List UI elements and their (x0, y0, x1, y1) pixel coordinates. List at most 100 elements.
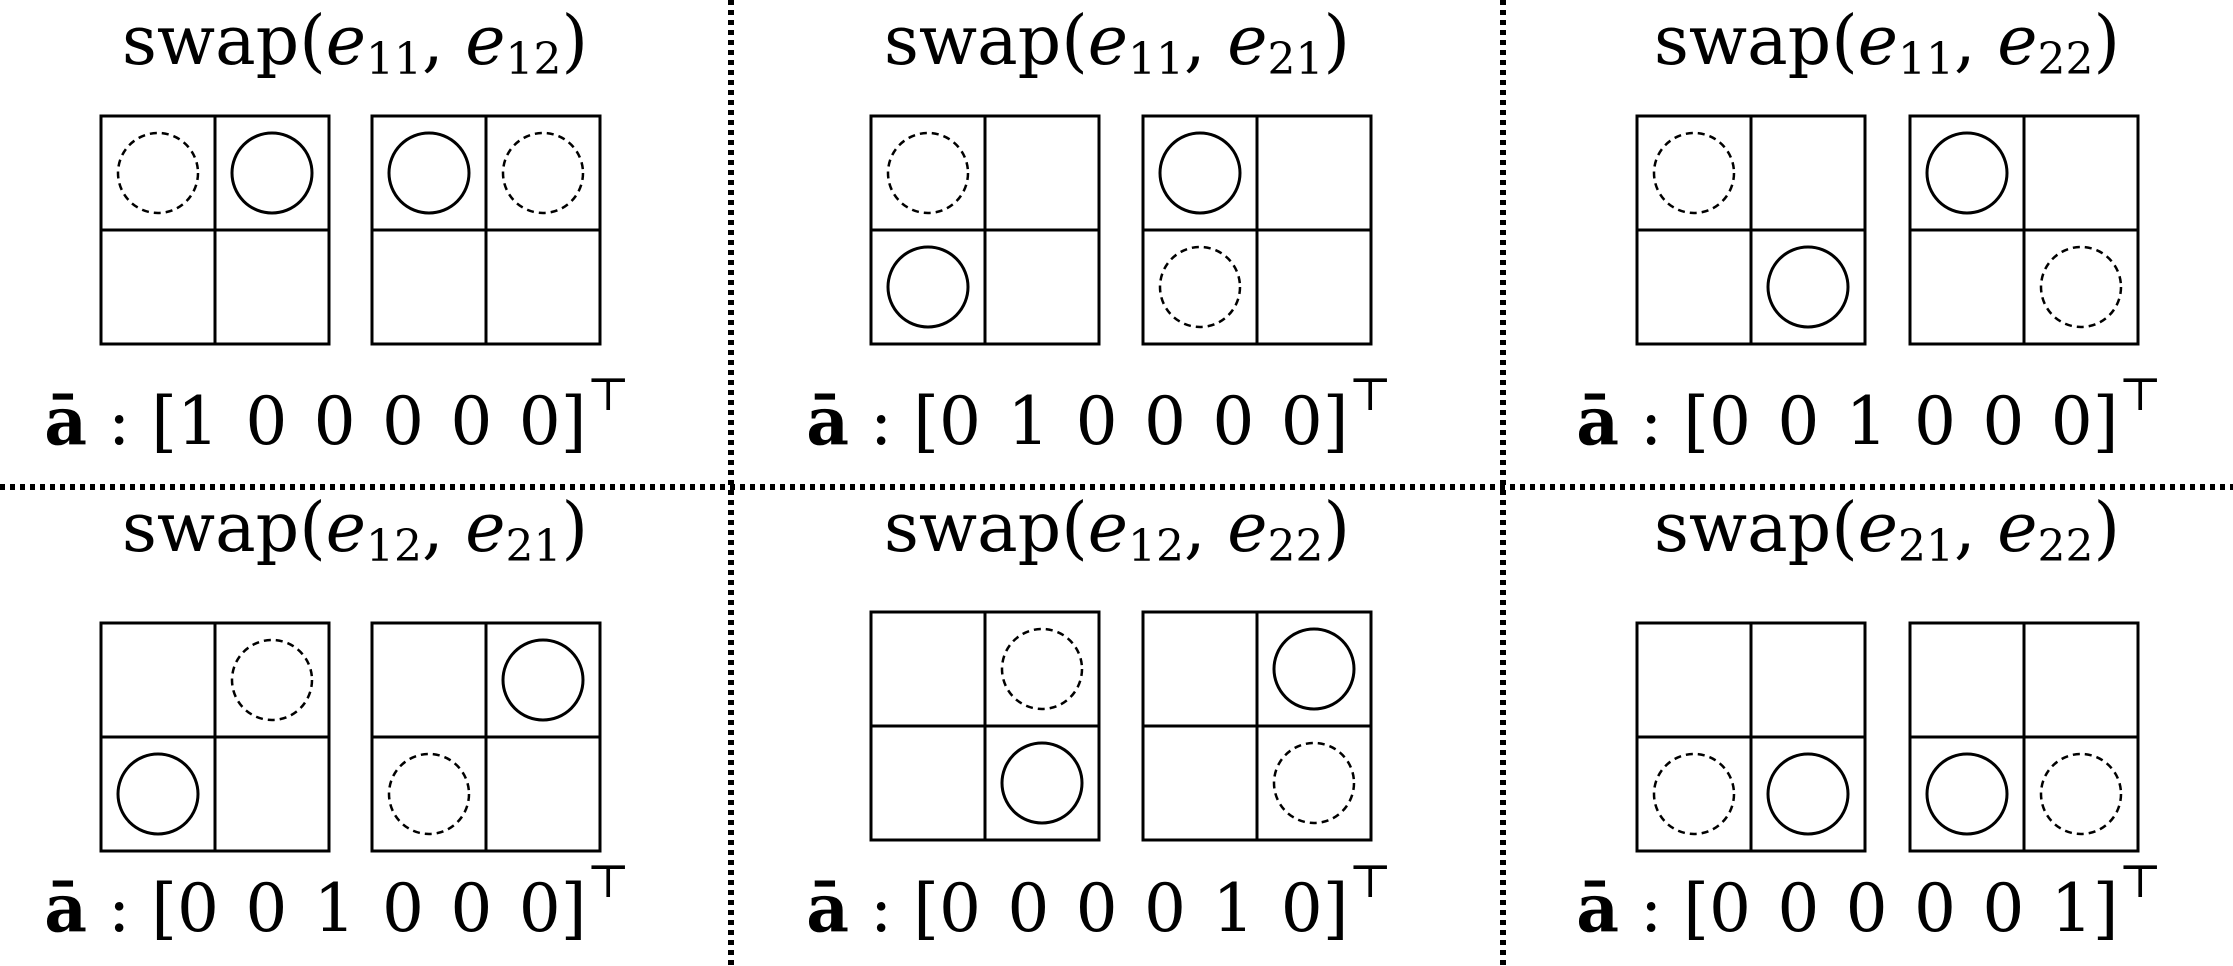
transpose-mark: ⊤ (1348, 367, 1391, 421)
open-bracket: [ (913, 383, 939, 460)
panel-title: swap(e11, e21) (884, 2, 1350, 85)
open-paren: ( (299, 489, 326, 568)
swap-word: swap (122, 2, 299, 81)
solid-circle (116, 752, 200, 836)
vector-symbol: ā (1576, 382, 1619, 460)
open-paren: ( (1061, 2, 1088, 81)
close-paren: ) (1323, 489, 1350, 568)
panel-title: swap(e11, e22) (1654, 2, 2120, 85)
solid-circle (1158, 131, 1242, 215)
subscript-j: 21 (1267, 34, 1323, 85)
vector-label: ā : [1 0 0 0 0 0]⊤ (44, 367, 630, 460)
label-separator: : (849, 870, 913, 947)
solid-circle (1766, 752, 1850, 836)
basis-e: e (1858, 489, 1898, 568)
close-bracket: ] (561, 383, 587, 460)
open-paren: ( (1831, 489, 1858, 568)
open-paren: ( (299, 2, 326, 81)
vector-entries: 0 0 0 0 0 1 (1709, 870, 2093, 947)
label-separator: : (1619, 870, 1683, 947)
solid-circle (1766, 245, 1850, 329)
vector-symbol: ā (806, 869, 849, 947)
subscript-i: 12 (366, 521, 422, 572)
panel-title: swap(e21, e22) (1654, 489, 2120, 572)
solid-circle (886, 245, 970, 329)
swap-word: swap (122, 489, 299, 568)
solid-circle (501, 638, 585, 722)
subscript-i: 12 (1128, 521, 1184, 572)
solid-circle (1272, 627, 1356, 711)
vector-symbol: ā (44, 382, 87, 460)
transpose-mark: ⊤ (586, 367, 629, 421)
solid-circle (230, 131, 314, 215)
comma: , (1954, 2, 1997, 81)
panel-title: swap(e12, e21) (122, 489, 588, 572)
solid-circle (387, 131, 471, 215)
vector-label: ā : [0 0 1 0 0 0]⊤ (1576, 367, 2162, 460)
close-paren: ) (2093, 489, 2120, 568)
panel-5: swap(e12, e22)ā : [0 0 0 0 1 0]⊤ (806, 489, 1392, 947)
vector-label: ā : [0 0 1 0 0 0]⊤ (44, 854, 630, 947)
transpose-mark: ⊤ (1348, 854, 1391, 908)
subscript-i: 11 (366, 34, 422, 85)
open-bracket: [ (1683, 383, 1709, 460)
close-bracket: ] (2093, 870, 2119, 947)
grid-1 (869, 114, 1101, 346)
open-bracket: [ (151, 870, 177, 947)
subscript-i: 21 (1898, 521, 1954, 572)
panels: swap(e11, e12)ā : [1 0 0 0 0 0]⊤swap(e11… (44, 2, 2162, 947)
grid-2 (1908, 621, 2140, 853)
dashed-circle (1652, 131, 1736, 215)
dashed-circle (1272, 741, 1356, 825)
basis-e: e (1227, 489, 1267, 568)
vector-entries: 0 0 1 0 0 0 (1709, 383, 2093, 460)
grid-1 (869, 610, 1101, 842)
subscript-j: 22 (2037, 521, 2093, 572)
vector-label: ā : [0 0 0 0 1 0]⊤ (806, 854, 1392, 947)
basis-e: e (326, 489, 366, 568)
comma: , (1184, 2, 1227, 81)
label-separator: : (87, 383, 151, 460)
dashed-circle (116, 131, 200, 215)
grid-1 (99, 621, 331, 853)
swap-word: swap (884, 2, 1061, 81)
open-paren: ( (1061, 489, 1088, 568)
close-bracket: ] (1323, 383, 1349, 460)
vector-label: ā : [0 0 0 0 0 1]⊤ (1576, 854, 2162, 947)
dashed-circle (2039, 752, 2123, 836)
dashed-circle (1158, 245, 1242, 329)
transpose-mark: ⊤ (2118, 854, 2161, 908)
vector-label: ā : [0 1 0 0 0 0]⊤ (806, 367, 1392, 460)
comma: , (422, 2, 465, 81)
vector-entries: 0 0 0 0 1 0 (939, 870, 1323, 947)
dashed-circle (1652, 752, 1736, 836)
comma: , (422, 489, 465, 568)
swap-word: swap (1654, 2, 1831, 81)
close-paren: ) (561, 2, 588, 81)
vector-symbol: ā (806, 382, 849, 460)
swap-word: swap (884, 489, 1061, 568)
panel-title: swap(e12, e22) (884, 489, 1350, 572)
swap-word: swap (1654, 489, 1831, 568)
open-bracket: [ (1683, 870, 1709, 947)
basis-e: e (1227, 2, 1267, 81)
grid-1 (1635, 114, 1867, 346)
solid-circle (1925, 752, 2009, 836)
label-separator: : (849, 383, 913, 460)
close-paren: ) (2093, 2, 2120, 81)
close-paren: ) (1323, 2, 1350, 81)
close-paren: ) (561, 489, 588, 568)
dashed-circle (886, 131, 970, 215)
open-bracket: [ (913, 870, 939, 947)
solid-circle (1925, 131, 2009, 215)
basis-e: e (1997, 489, 2037, 568)
panel-4: swap(e12, e21) ā : [0 0 1 0 0 0]⊤ (44, 489, 630, 947)
close-bracket: ] (1323, 870, 1349, 947)
open-paren: ( (1831, 2, 1858, 81)
transpose-mark: ⊤ (586, 854, 629, 908)
dashed-circle (2039, 245, 2123, 329)
vector-entries: 0 0 1 0 0 0 (177, 870, 561, 947)
